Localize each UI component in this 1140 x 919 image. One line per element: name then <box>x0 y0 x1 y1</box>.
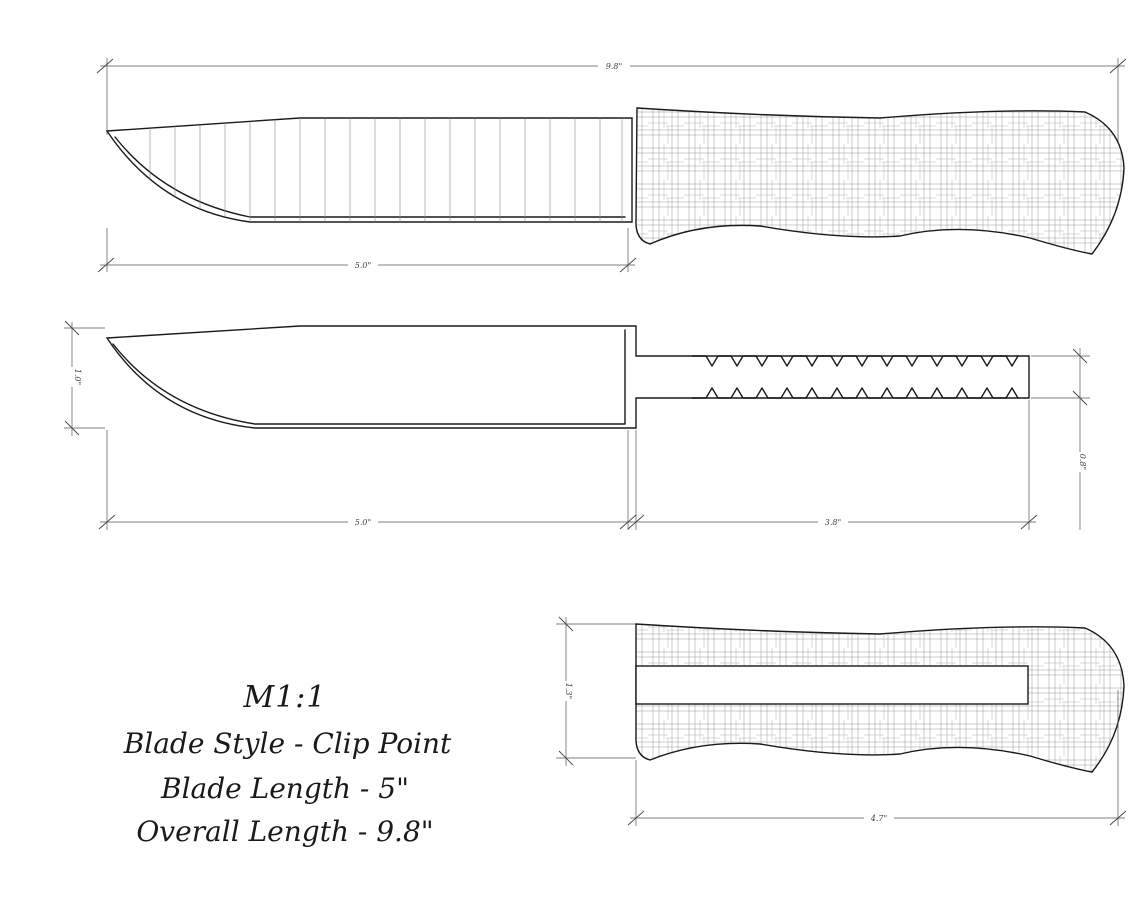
tang-slot <box>635 665 1029 705</box>
blade-middle-dimension: 5.0" <box>98 514 637 530</box>
top-view-knife: 9.8" <box>96 58 1127 273</box>
blade-middle-label: 5.0" <box>355 518 371 527</box>
handle-length-label: 4.7" <box>870 814 887 823</box>
model-name: M1:1 <box>243 680 327 715</box>
handle-height-dimension: 1.3" <box>556 616 636 766</box>
blade-length-dimension: 5.0" <box>97 228 637 273</box>
overall-length-label: 9.8" <box>606 62 622 71</box>
handle <box>635 107 1125 255</box>
tang-view-knife: 1.0" 0.8" 5.0" <box>64 320 1090 530</box>
handle-length-dimension: 4.7" <box>627 690 1127 826</box>
handle-height-label: 1.3" <box>564 683 573 699</box>
tang-offset-dimension: 0.8" <box>1031 348 1090 530</box>
blade-length-text: Blade Length - 5" <box>161 772 409 805</box>
tang-length-label: 3.8" <box>825 518 841 527</box>
blade-length-label: 5.0" <box>355 261 371 270</box>
blade-style-text: Blade Style - Clip Point <box>123 727 452 760</box>
blade-height-dimension: 1.0" <box>64 320 105 436</box>
overall-length-dimension: 9.8" <box>96 58 1127 150</box>
tang-length-dimension: 3.8" <box>627 514 1038 530</box>
handle-view: 1.3" 4.7" <box>556 616 1127 826</box>
blade <box>105 117 633 223</box>
overall-length-text: Overall Length - 9.8" <box>136 815 434 848</box>
tang-serrations <box>691 355 1019 399</box>
tang-offset-label: 0.8" <box>1078 454 1087 470</box>
blade-height-label: 1.0" <box>73 369 82 385</box>
blade-blank <box>105 325 1030 429</box>
